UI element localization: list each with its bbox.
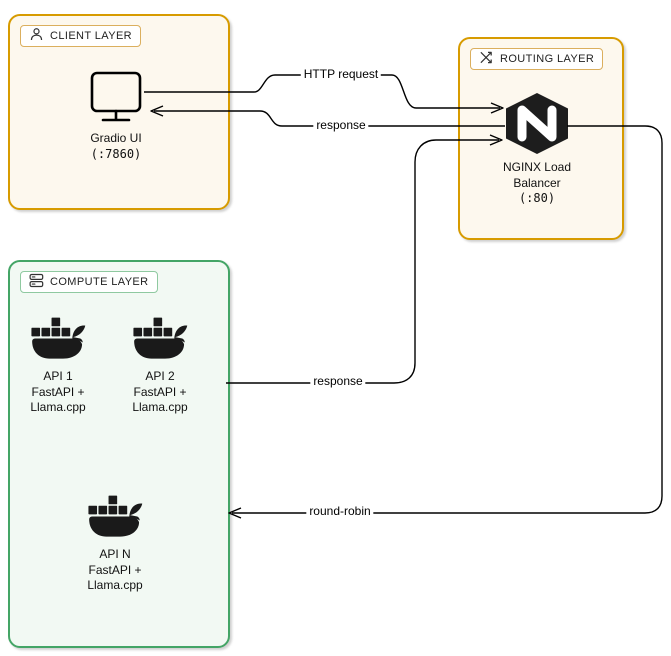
api2-name-label: API 2 bbox=[145, 369, 175, 383]
api1-name-label: API 1 bbox=[43, 369, 73, 383]
compute-layer-badge: COMPUTE LAYER bbox=[20, 271, 158, 293]
edge-label-response-mid: response bbox=[310, 374, 366, 388]
node-api-2: API 2 FastAPI + Llama.cpp bbox=[110, 317, 210, 416]
person-icon bbox=[29, 27, 44, 45]
docker-whale-icon bbox=[8, 317, 108, 360]
compute-layer-label: COMPUTE LAYER bbox=[50, 276, 149, 288]
nginx-port-label: (:80) bbox=[518, 191, 556, 205]
compute-layer-box: COMPUTE LAYER bbox=[8, 260, 230, 648]
api2-engine-label: Llama.cpp bbox=[132, 400, 188, 414]
nginx-name-label-1: NGINX Load bbox=[502, 160, 572, 174]
gradio-name-label: Gradio UI bbox=[90, 131, 142, 145]
client-layer-badge: CLIENT LAYER bbox=[20, 25, 142, 47]
nginx-name-label-2: Balancer bbox=[513, 175, 561, 190]
server-stack-icon bbox=[29, 273, 44, 291]
apin-name-label: API N bbox=[99, 547, 131, 561]
apin-stack-label: FastAPI + bbox=[88, 562, 142, 577]
nginx-hexagon-icon bbox=[477, 93, 597, 154]
node-api-1: API 1 FastAPI + Llama.cpp bbox=[8, 317, 108, 416]
api1-stack-label: FastAPI + bbox=[31, 384, 85, 399]
gradio-port-label: (:7860) bbox=[90, 146, 142, 161]
monitor-icon bbox=[58, 70, 174, 124]
docker-whale-icon bbox=[65, 495, 165, 538]
docker-whale-icon bbox=[110, 317, 210, 360]
edge-label-http-request: HTTP request bbox=[300, 67, 382, 81]
shuffle-icon bbox=[479, 50, 494, 68]
api2-stack-label: FastAPI + bbox=[133, 384, 187, 399]
apin-engine-label: Llama.cpp bbox=[87, 578, 143, 592]
node-gradio-ui: Gradio UI (:7860) bbox=[58, 70, 174, 162]
routing-layer-label: ROUTING LAYER bbox=[500, 53, 595, 65]
routing-layer-badge: ROUTING LAYER bbox=[470, 48, 604, 70]
edge-label-response-top: response bbox=[313, 118, 369, 132]
client-layer-label: CLIENT LAYER bbox=[50, 30, 133, 42]
edge-round-robin-arrowhead bbox=[228, 507, 242, 519]
api1-engine-label: Llama.cpp bbox=[30, 400, 86, 414]
node-api-n: API N FastAPI + Llama.cpp bbox=[65, 495, 165, 594]
node-nginx: NGINX Load Balancer (:80) bbox=[477, 93, 597, 207]
edge-label-round-robin: round-robin bbox=[306, 504, 374, 518]
